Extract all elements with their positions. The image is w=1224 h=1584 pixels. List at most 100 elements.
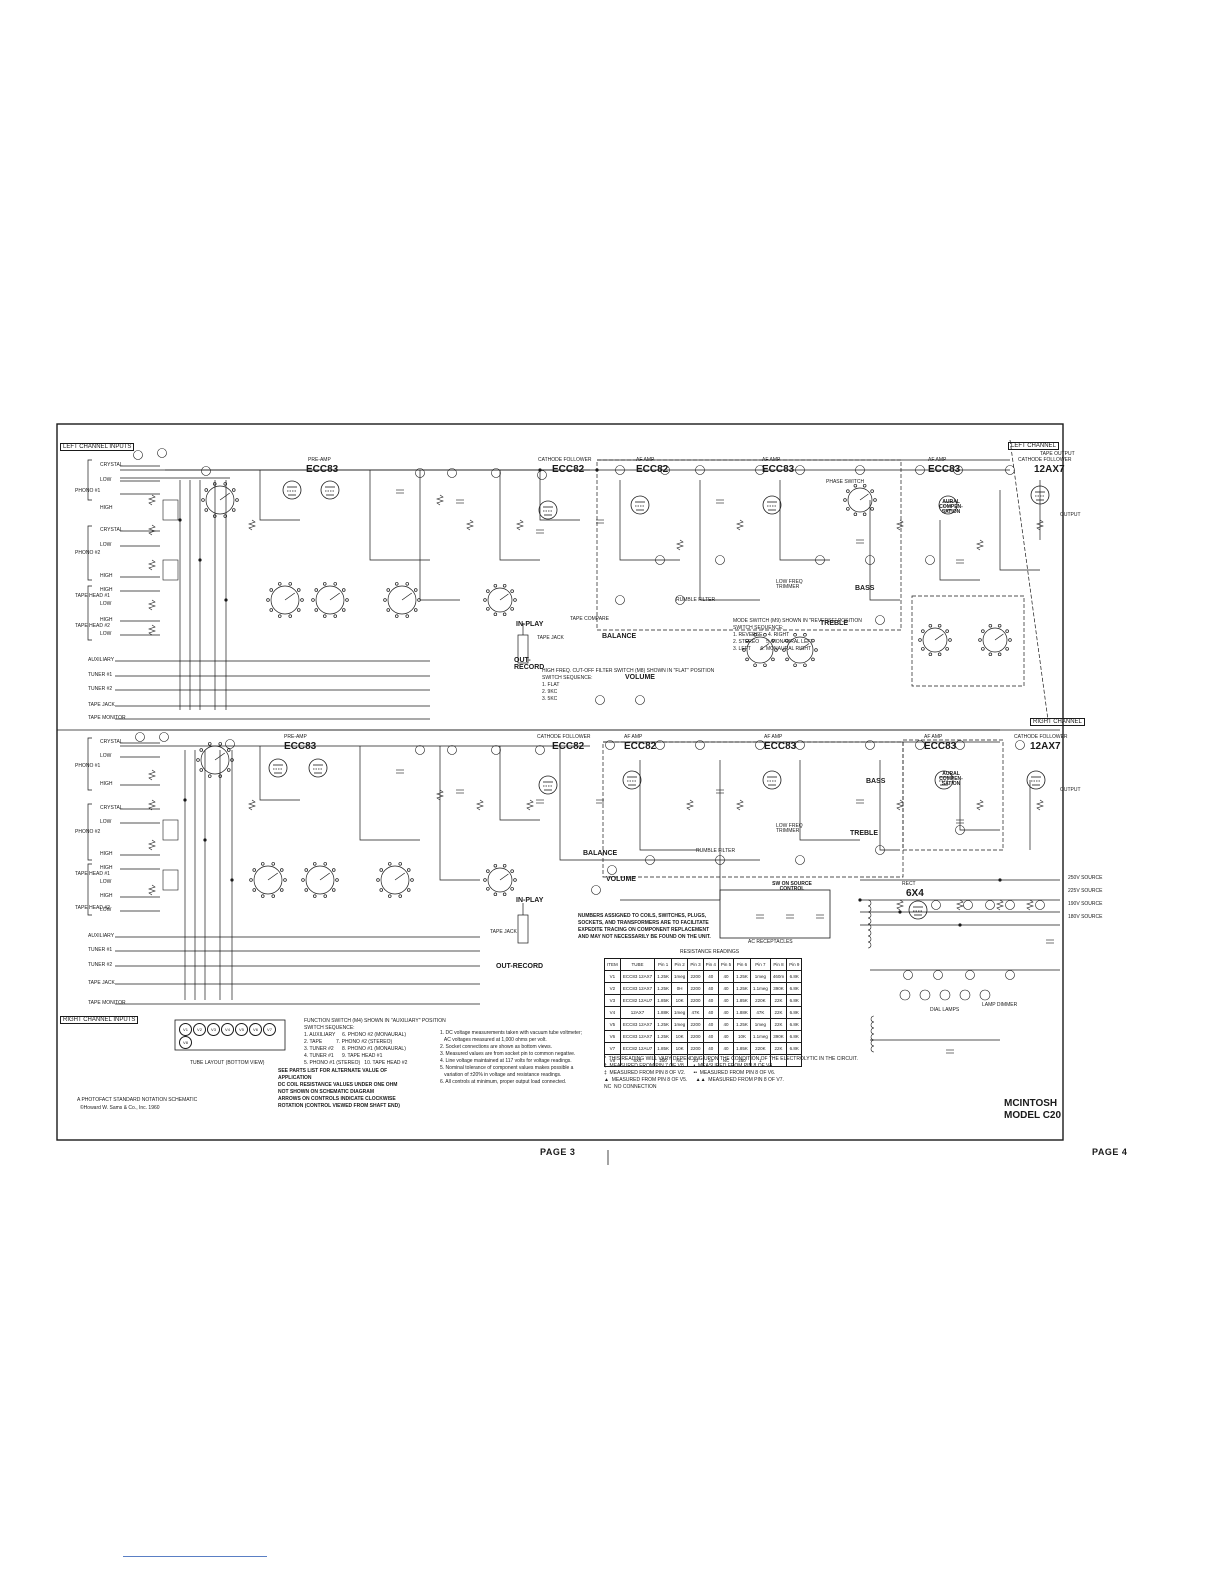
resistor-7 xyxy=(466,519,474,531)
part-marker-41 xyxy=(635,695,645,705)
table-cell: V7 xyxy=(604,1042,621,1055)
resistor-12 xyxy=(976,539,984,551)
part-marker-6 xyxy=(537,470,547,480)
junction-dot-6 xyxy=(538,468,542,472)
table-cell: 1.85K xyxy=(654,1042,673,1055)
switch-contact xyxy=(811,638,815,643)
group-tapehead1: TAPE HEAD #1 xyxy=(75,593,110,599)
stage-title: CATHODE FOLLOWER xyxy=(1014,734,1068,740)
switch-contact xyxy=(745,638,749,643)
part-marker-56 xyxy=(1005,900,1015,910)
bass-label-r: BASS xyxy=(866,778,886,785)
switch-contact xyxy=(793,663,797,667)
table-cell: NC xyxy=(717,1054,735,1067)
switch-contact xyxy=(300,598,304,602)
table-cell: 40 xyxy=(702,1042,719,1055)
switch-contact xyxy=(846,507,850,511)
switch-contact xyxy=(1005,647,1009,651)
switch-contact xyxy=(199,748,203,752)
switch-contact xyxy=(513,598,517,602)
tube-socket-v7: V7 xyxy=(263,1023,276,1036)
resistor-14 xyxy=(148,769,156,781)
tape-jack-label-r: TAPE JACK xyxy=(490,929,517,935)
table-cell: 1meg xyxy=(671,1018,689,1031)
junction-dot-5 xyxy=(230,878,234,882)
switch-contact xyxy=(342,588,346,592)
switch-contact xyxy=(928,623,933,628)
table-cell: ECC83 12AX7 xyxy=(619,982,656,995)
copyright-label: ©Howard W. Sams & Co., Inc. 1960 xyxy=(80,1105,160,1111)
table-cell: V3 xyxy=(604,994,621,1007)
tube-type: ECC83 xyxy=(306,464,339,475)
table-cell: 220K xyxy=(749,994,771,1007)
route xyxy=(619,480,680,561)
left-channel-inputs-label: LEFT CHANNEL INPUTS xyxy=(60,443,135,451)
tape-output-label: TAPE OUTPUT xyxy=(1040,451,1075,457)
rotary-switch-6 xyxy=(253,865,283,895)
input-left-7: LOW xyxy=(100,601,112,607)
table-header-cell: Pin 5 xyxy=(717,958,735,971)
resistor-8 xyxy=(516,519,524,531)
switch-contact xyxy=(502,583,507,588)
route xyxy=(359,746,420,841)
table-cell: 1.25K xyxy=(654,982,673,995)
table-cell: 2200 xyxy=(687,994,704,1007)
resistor-22 xyxy=(686,799,694,811)
table-cell: 40 xyxy=(702,994,719,1007)
resistor-pack xyxy=(162,559,179,581)
rotary-switch-12 xyxy=(786,636,814,664)
resistor-1 xyxy=(148,524,156,536)
part-marker-21 xyxy=(491,745,501,755)
table-cell: ECC82 12AU7 xyxy=(619,994,656,1007)
group-phono1: PHONO #1 xyxy=(75,488,101,494)
part-marker-29 xyxy=(915,740,925,750)
transformer-coil xyxy=(867,899,872,907)
rotary-switch-2 xyxy=(315,585,345,615)
switch-contact xyxy=(763,663,767,667)
tube-envelope-2 xyxy=(538,500,558,520)
switch-contact xyxy=(283,878,287,882)
table-cell: 2200 xyxy=(687,1042,704,1055)
table-cell: 1.85K xyxy=(733,994,751,1007)
out-record-label-r: OUT-RECORD xyxy=(496,963,544,970)
stage-title: AF AMP xyxy=(764,734,783,740)
part-marker-25 xyxy=(695,740,705,750)
aux-left-2: TUNER #2 xyxy=(88,686,113,692)
switch-contact xyxy=(386,608,390,612)
rotary-switch-9 xyxy=(487,867,513,893)
arrows-note: ARROWS ON CONTROLS INDICATE CLOCKWISE RO… xyxy=(278,1096,400,1109)
low-freq-trimmer-label-r: LOW FREQ TRIMMER xyxy=(776,823,803,834)
output-label-r: OUTPUT xyxy=(1060,787,1081,793)
part-marker-53 xyxy=(931,900,941,910)
switch-contact xyxy=(493,612,498,617)
table-cell: 47K xyxy=(749,1006,771,1019)
input-right-0: CRYSTAL xyxy=(100,739,123,745)
switch-contact xyxy=(486,589,490,593)
table-cell: 1.85K xyxy=(654,994,673,1007)
route xyxy=(939,520,980,581)
route xyxy=(799,760,860,841)
junction-dot-0 xyxy=(178,518,182,522)
switch-contact xyxy=(945,647,949,651)
aux-right-2: TUNER #2 xyxy=(88,962,113,968)
switch-contact xyxy=(301,878,305,882)
switch-contact xyxy=(297,588,301,592)
switch-contact xyxy=(277,582,282,586)
route xyxy=(439,746,480,881)
part-marker-11 xyxy=(795,465,805,475)
lamp-dimmer-label: LAMP DIMMER xyxy=(982,1002,1018,1008)
resistor-3 xyxy=(148,599,156,611)
input-left-6: HIGH xyxy=(100,587,113,593)
switch-wiper xyxy=(219,492,231,501)
part-marker-1 xyxy=(157,448,167,458)
parts-note: SEE PARTS LIST FOR ALTERNATE VALUE OF AP… xyxy=(278,1068,388,1081)
switch-contact xyxy=(921,629,925,633)
table-cell: 6.8K xyxy=(786,1006,803,1019)
input-right-5: HIGH xyxy=(100,851,113,857)
group-tapehead1-r: TAPE HEAD #1 xyxy=(75,871,110,877)
table-header-cell: Pin 8 xyxy=(769,958,788,971)
resistor-11 xyxy=(896,519,904,531)
